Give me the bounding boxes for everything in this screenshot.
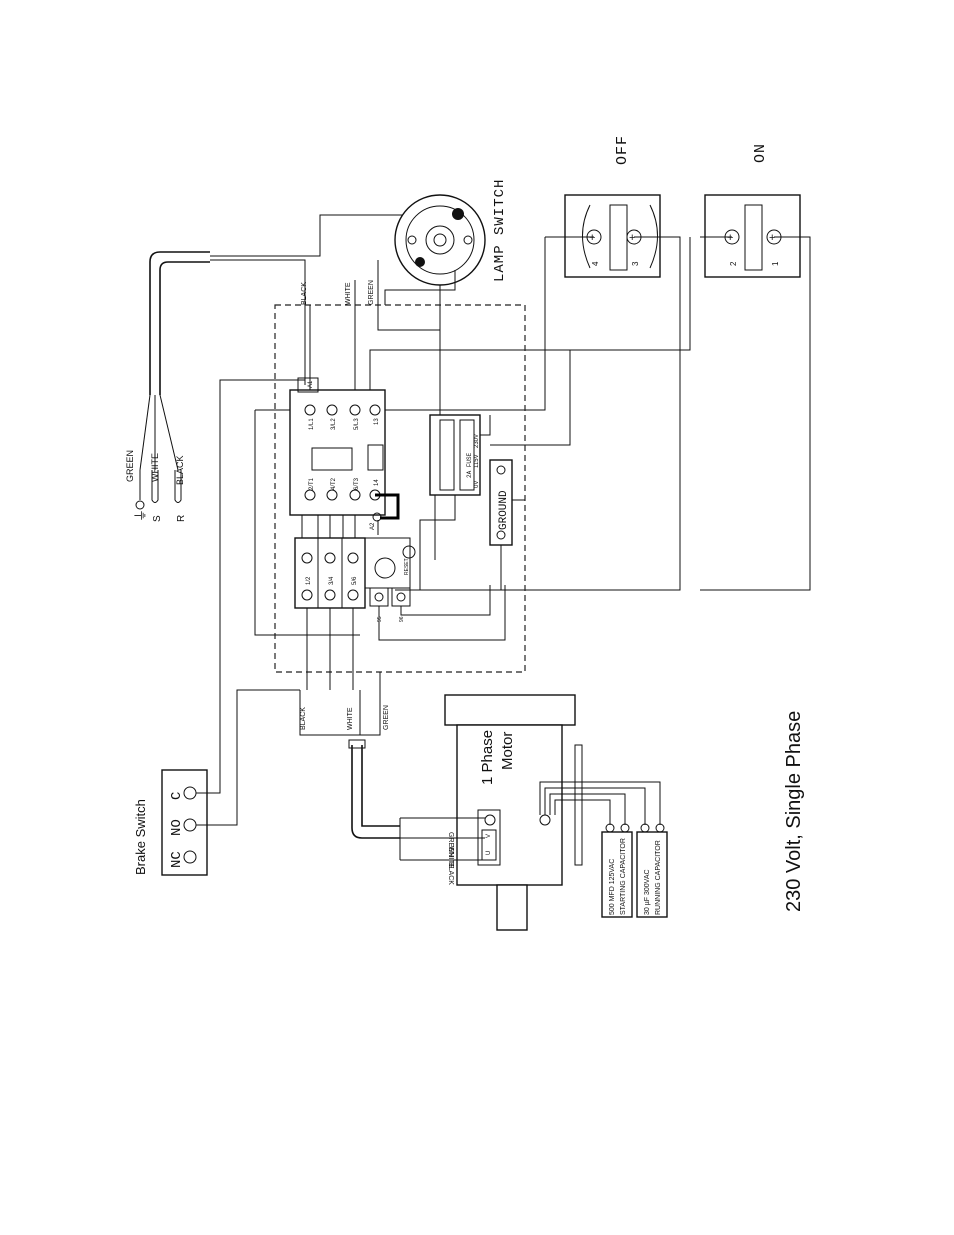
power-cord: ⏚ S R GREEN WHITE BLACK [125,214,430,522]
on-terminal-2: 2 [729,261,738,266]
lamp-switch: LAMP SWITCH [384,179,508,305]
brake-switch: NC NO C Brake Switch [133,769,208,876]
motor-label-1: 1 Phase [479,730,496,785]
off-terminal-4: 4 [591,261,600,266]
svg-text:+: + [769,232,775,244]
svg-text:115V: 115V [474,454,480,468]
svg-text:1/2: 1/2 [306,576,312,585]
on-terminal-1: 1 [771,261,780,266]
bottom-wire-labels: BLACK WHITE GREEN [300,705,390,730]
off-switch-block: + + 4 3 OFF [564,135,661,278]
on-label: ON [752,143,769,163]
running-capacitor: 30 µF 300VAC RUNNING CAPACITOR [636,823,668,918]
svg-text:+: + [629,232,635,244]
svg-text:RUNNING CAPACITOR: RUNNING CAPACITOR [655,840,662,915]
motor-label-2: Motor [499,732,516,770]
off-label: OFF [614,135,631,165]
control-box-outline [274,304,526,673]
cord-symbol-ground: ⏚ [133,509,148,522]
black-spade-terminal [174,470,182,503]
svg-text:95: 95 [377,616,383,622]
svg-text:30 µF 300VAC: 30 µF 300VAC [644,869,651,915]
white-spade-terminal [151,470,159,503]
motor-wire-labels: GREEN WHITE BLACK [447,832,454,885]
svg-text:0V: 0V [474,481,480,488]
brake-c-label: C [169,792,185,800]
svg-text:14: 14 [374,479,380,486]
lamp-switch-label: LAMP SWITCH [492,179,508,282]
cord-color-white: WHITE [150,453,160,482]
svg-text:STARTING CAPACITOR: STARTING CAPACITOR [620,838,627,915]
transformer-fuse: 2A FUSE 0V 115V 230V [429,414,481,496]
ground-label: GROUND [498,490,510,530]
brake-no-label: NO [169,819,185,836]
motor: 1 Phase Motor V U [444,694,583,931]
svg-text:WHITE: WHITE [345,282,352,305]
reset-label: RESET [404,558,410,575]
svg-text:BLACK: BLACK [301,282,308,305]
cord-symbol-s: S [152,515,163,522]
cord-color-black: BLACK [175,455,185,485]
cord-symbol-r: R [176,515,187,522]
svg-text:96: 96 [399,616,405,622]
svg-text:13: 13 [374,418,380,425]
off-terminal-3: 3 [631,261,640,266]
starting-capacitor: 500 MFD 125VAC STARTING CAPACITOR [601,823,633,918]
contactor: A1 1/L1 3/L2 5/L3 13 2/T1 4/T2 6/T3 14 A… [289,377,400,530]
svg-text:6/T3: 6/T3 [354,477,360,490]
svg-text:U: U [486,851,492,855]
svg-text:230V: 230V [474,434,480,448]
svg-text:WHITE: WHITE [447,846,454,869]
coil-a2-label: A2 [370,522,376,530]
svg-text:GREEN: GREEN [383,705,390,730]
brake-switch-label: Brake Switch [133,799,148,875]
svg-text:BLACK: BLACK [300,707,307,730]
svg-text:GREEN: GREEN [368,280,375,305]
cord-color-green: GREEN [125,450,135,482]
svg-text:5/L3: 5/L3 [354,418,360,430]
diagram-title: 230 Volt, Single Phase [783,711,805,912]
coil-a1-label: A1 [308,380,314,388]
fuse-label: 2A FUSE [466,452,473,478]
on-switch-block: + + 2 1 ON [704,143,801,278]
svg-text:GREEN: GREEN [447,832,454,857]
ground-bar: GROUND [489,459,513,546]
svg-text:3/L2: 3/L2 [331,418,337,430]
svg-text:5/6: 5/6 [352,576,358,585]
svg-text:BLACK: BLACK [447,862,454,885]
svg-text:WHITE: WHITE [347,707,354,730]
svg-text:4/T2: 4/T2 [331,477,337,490]
svg-text:2/T1: 2/T1 [309,477,315,490]
brake-nc-label: NC [169,851,185,868]
svg-text:V: V [486,834,492,838]
svg-text:3/4: 3/4 [329,576,335,585]
overload-relay: 1/2 3/4 5/6 RESET 95 96 [294,537,416,622]
svg-text:1/L1: 1/L1 [309,418,315,430]
svg-text:500 MFD 125VAC: 500 MFD 125VAC [609,859,616,915]
svg-text:+: + [589,232,595,244]
svg-text:+: + [727,232,733,244]
ground-terminal [135,470,145,510]
